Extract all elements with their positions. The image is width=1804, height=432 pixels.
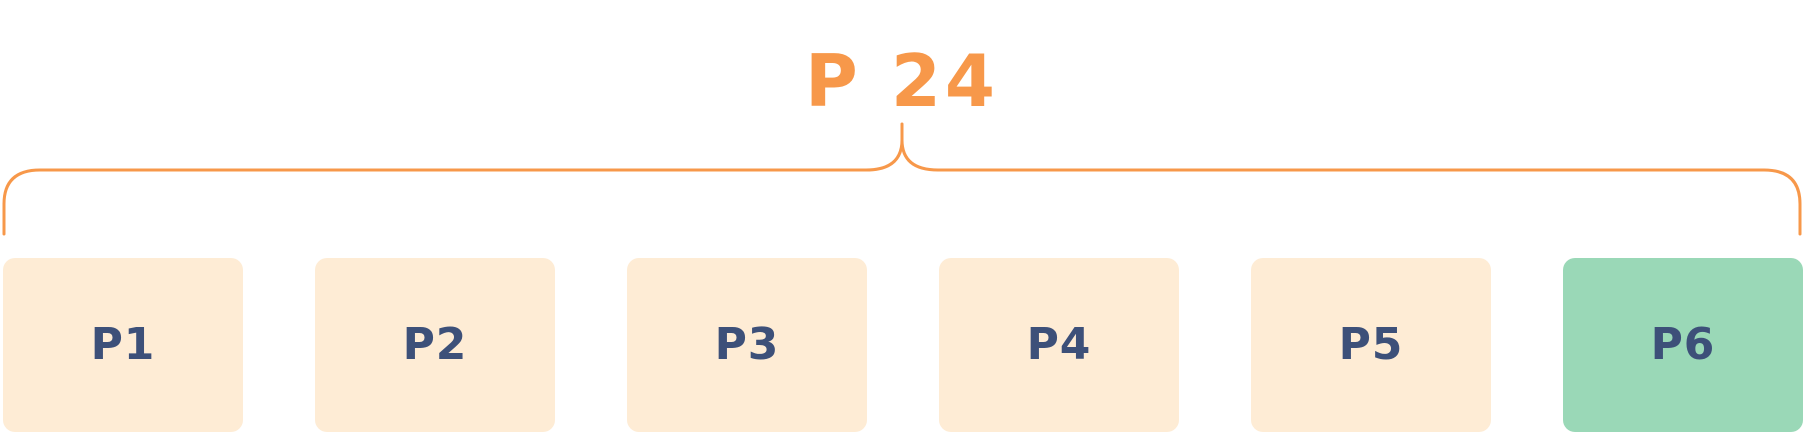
item-box-p1: P1 [3,258,243,432]
item-box-p5: P5 [1251,258,1491,432]
item-label: P5 [1338,319,1404,370]
item-label: P3 [714,319,780,370]
item-box-p2: P2 [315,258,555,432]
total-label: P 24 [804,39,1000,123]
grouping-brace [2,122,1802,236]
item-label: P2 [402,319,468,370]
item-box-p4: P4 [939,258,1179,432]
item-box-p3: P3 [627,258,867,432]
brace-right-arm [900,138,1802,236]
item-label: P4 [1026,319,1092,370]
item-box-p6: P6 [1563,258,1803,432]
brace-left-arm [2,122,904,236]
item-label: P1 [90,319,156,370]
item-label: P6 [1650,319,1716,370]
